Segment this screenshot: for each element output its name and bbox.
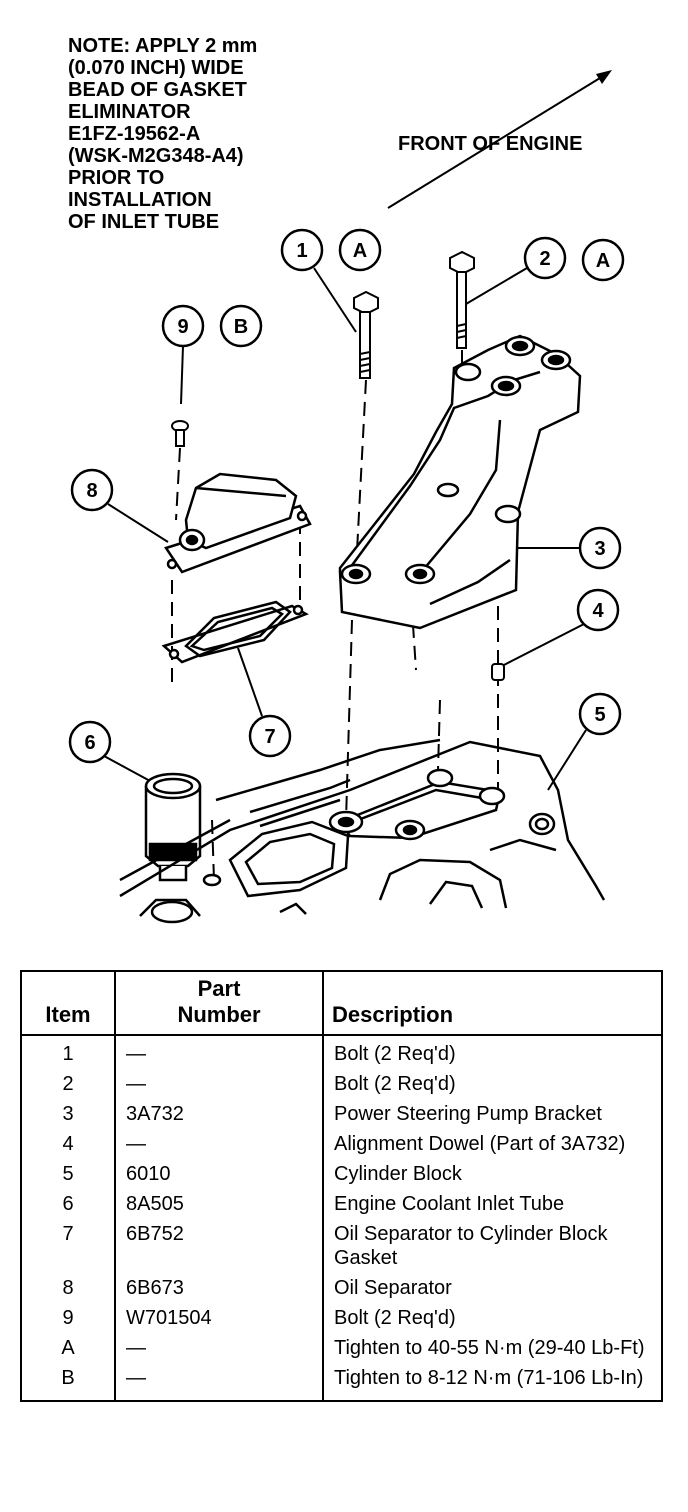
- callout-6: [68, 720, 112, 764]
- cell-part: —: [115, 1035, 324, 1070]
- cell-item: B: [21, 1364, 116, 1401]
- table-row: 5 6010 Cylinder Block: [21, 1160, 662, 1190]
- table-row: A — Tighten to 40-55 N·m (29-40 Lb-Ft): [21, 1334, 662, 1364]
- leader-lines: [103, 267, 587, 791]
- cell-description: Cylinder Block: [334, 1163, 462, 1185]
- cell-description: Bolt (2 Req'd): [334, 1043, 456, 1065]
- callout-9-b: [219, 304, 263, 348]
- note-line: INSTALLATION: [68, 189, 212, 211]
- callout-6-label: 6: [84, 732, 95, 754]
- header-part-line2: Number: [177, 1002, 261, 1027]
- cell-description: Tighten to 40-55 N·m (29-40 Lb-Ft): [334, 1337, 645, 1359]
- power-steering-pump-bracket: [338, 334, 582, 630]
- callout-8-label: 8: [86, 480, 97, 502]
- cell-description: Bolt (2 Req'd): [334, 1307, 456, 1329]
- cell-part: 6B673: [115, 1274, 324, 1304]
- callout-2-a: [581, 238, 625, 282]
- note-line: PRIOR TO: [68, 167, 164, 189]
- callout-2: [523, 236, 567, 280]
- bolt-1: [353, 290, 379, 379]
- callout-9-label: 9: [177, 316, 188, 338]
- installation-note: NOTE: APPLY 2 mm (0.070 INCH) WIDE BEAD …: [68, 35, 257, 233]
- table-row: 1 — Bolt (2 Req'd): [21, 1035, 662, 1070]
- front-of-engine-label: FRONT OF ENGINE: [398, 133, 582, 155]
- note-line: E1FZ-19562-A: [68, 123, 200, 145]
- note-line: ELIMINATOR: [68, 101, 191, 123]
- callout-2-a-label: A: [596, 250, 610, 272]
- callout-2-label: 2: [539, 248, 550, 270]
- cell-item: 9: [21, 1304, 116, 1334]
- alignment-dowel: [491, 663, 505, 681]
- cell-description: Oil Separator to Cylinder Block Gasket: [334, 1223, 608, 1269]
- cell-description: Engine Coolant Inlet Tube: [334, 1193, 565, 1215]
- cell-item: 6: [21, 1190, 116, 1220]
- table-row: 9 W701504 Bolt (2 Req'd): [21, 1304, 662, 1334]
- callout-5: [578, 692, 622, 736]
- callouts: [68, 228, 625, 764]
- table-row: 7 6B752 Oil Separator to Cylinder Block …: [21, 1220, 662, 1274]
- cell-item: 7: [21, 1220, 116, 1274]
- cell-item: 2: [21, 1070, 116, 1100]
- callout-9-b-label: B: [234, 316, 248, 338]
- cell-description: Bolt (2 Req'd): [334, 1073, 456, 1095]
- cell-part: 3A732: [115, 1100, 324, 1130]
- cell-description: Power Steering Pump Bracket: [334, 1103, 602, 1125]
- table-row: 3 3A732 Power Steering Pump Bracket: [21, 1100, 662, 1130]
- cell-item: 8: [21, 1274, 116, 1304]
- callout-4: [576, 588, 620, 632]
- cell-description: Alignment Dowel (Part of 3A732): [334, 1133, 626, 1155]
- table-row: B — Tighten to 8-12 N·m (71-106 Lb-In): [21, 1364, 662, 1401]
- table-row: 4 — Alignment Dowel (Part of 3A732): [21, 1130, 662, 1160]
- cell-item: 5: [21, 1160, 116, 1190]
- note-line: (WSK-M2G348-A4): [68, 145, 244, 167]
- callout-8: [70, 468, 114, 512]
- cylinder-block: [119, 738, 606, 924]
- callout-3-label: 3: [594, 538, 605, 560]
- callout-5-label: 5: [594, 704, 605, 726]
- cell-part: —: [115, 1070, 324, 1100]
- front-of-engine-indicator: FRONT OF ENGINE: [387, 70, 612, 209]
- callout-1-a-label: A: [353, 240, 367, 262]
- header-description: Description: [323, 971, 662, 1036]
- callout-7: [248, 714, 292, 758]
- oil-separator: [164, 472, 312, 574]
- note-line: BEAD OF GASKET: [68, 79, 247, 101]
- header-item: Item: [21, 971, 116, 1036]
- note-line: NOTE: APPLY 2 mm: [68, 35, 257, 57]
- cell-part: —: [115, 1364, 324, 1401]
- exploded-view-diagram: NOTE: APPLY 2 mm (0.070 INCH) WIDE BEAD …: [68, 35, 625, 924]
- cell-part: 6B752: [115, 1220, 324, 1274]
- cell-part: W701504: [115, 1304, 324, 1334]
- note-line: (0.070 INCH) WIDE: [68, 57, 244, 79]
- cell-item: 3: [21, 1100, 116, 1130]
- cell-part: —: [115, 1334, 324, 1364]
- oil-separator-gasket: [161, 600, 309, 664]
- callout-4-label: 4: [592, 600, 604, 622]
- cell-part: 6010: [115, 1160, 324, 1190]
- callout-1-a: [338, 228, 382, 272]
- header-part-line1: Part: [197, 976, 241, 1001]
- table-row: 8 6B673 Oil Separator: [21, 1274, 662, 1304]
- bolt-2: [449, 250, 475, 349]
- callout-7-label: 7: [264, 726, 275, 748]
- cell-part: 8A505: [115, 1190, 324, 1220]
- callout-1: [280, 228, 324, 272]
- note-line: OF INLET TUBE: [68, 211, 219, 233]
- arrow-head-icon: [596, 70, 612, 84]
- table-row: 6 8A505 Engine Coolant Inlet Tube: [21, 1190, 662, 1220]
- cell-description: Oil Separator: [334, 1277, 452, 1299]
- table-row: 2 — Bolt (2 Req'd): [21, 1070, 662, 1100]
- callout-1-label: 1: [296, 240, 307, 262]
- bolt-9: [171, 420, 189, 447]
- cell-item: 1: [21, 1035, 116, 1070]
- cell-part: —: [115, 1130, 324, 1160]
- cell-description: Tighten to 8-12 N·m (71-106 Lb-In): [334, 1367, 644, 1389]
- cell-item: 4: [21, 1130, 116, 1160]
- cell-item: A: [21, 1334, 116, 1364]
